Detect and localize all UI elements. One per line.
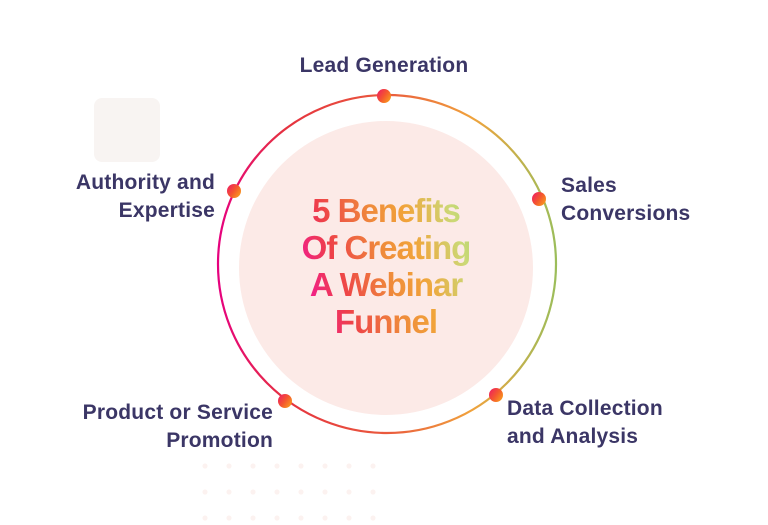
benefit-dots bbox=[227, 89, 546, 408]
benefit-label-product-or-service-promotion: Product or Service Promotion bbox=[83, 399, 273, 455]
benefit-label-authority-and-expertise: Authority and Expertise bbox=[76, 169, 215, 225]
benefit-label-line: Product or Service bbox=[82, 401, 273, 424]
benefit-dot-authority-and-expertise bbox=[227, 184, 241, 198]
benefit-label-line: and Analysis bbox=[507, 425, 639, 448]
diagram-title: 5 Benefits Of Creating A Webinar Funnel bbox=[302, 192, 472, 340]
benefit-label-sales-conversions: Sales Conversions bbox=[561, 172, 690, 228]
title-line-2: Of Creating bbox=[302, 229, 471, 266]
benefit-label-line: Promotion bbox=[166, 429, 273, 452]
benefit-label-line: Data Collection bbox=[507, 397, 663, 420]
benefit-label-line: Sales bbox=[561, 174, 617, 197]
benefit-label-data-collection-and-analysis: Data Collection and Analysis bbox=[507, 395, 663, 451]
benefit-label-line: Conversions bbox=[561, 202, 691, 225]
benefit-dot-sales-conversions bbox=[532, 192, 546, 206]
benefit-dot-lead-generation bbox=[377, 89, 391, 103]
benefit-dot-product-or-service-promotion bbox=[278, 394, 292, 408]
title-line-3: A Webinar bbox=[310, 266, 464, 303]
decorative-dot-grid bbox=[202, 463, 376, 521]
title-line-4: Funnel bbox=[335, 303, 437, 340]
benefit-dot-data-collection-and-analysis bbox=[489, 388, 503, 402]
benefit-label-line: Expertise bbox=[118, 199, 215, 222]
benefit-label-lead-generation: Lead Generation bbox=[300, 52, 469, 80]
benefit-label-line: Lead Generation bbox=[299, 54, 469, 77]
center-circle bbox=[239, 121, 533, 415]
benefit-label-line: Authority and bbox=[75, 171, 215, 194]
faint-corner-smudge bbox=[94, 98, 160, 162]
title-line-1: 5 Benefits bbox=[312, 192, 460, 229]
